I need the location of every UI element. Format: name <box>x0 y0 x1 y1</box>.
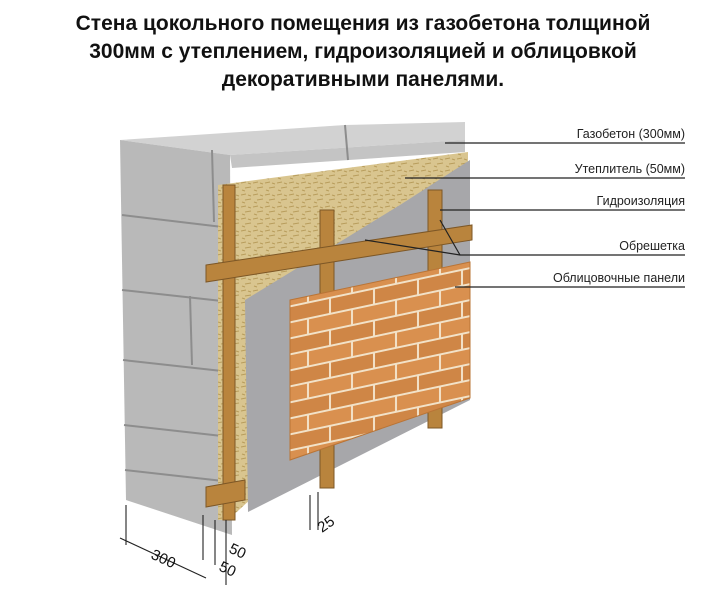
callout-lath: Обрешетка <box>619 239 685 253</box>
callout-insulation: Утеплитель (50мм) <box>575 162 685 176</box>
gas-concrete-wall <box>120 122 465 535</box>
title-line-3: декоративными панелями. <box>221 68 505 91</box>
title-line-1: Стена цокольного помещения из газобетона… <box>75 12 651 35</box>
facing-panels <box>289 261 471 461</box>
dim-gap: 50 <box>216 558 238 580</box>
dim-insulation: 50 <box>226 540 248 562</box>
title-line-2: 300мм с утеплением, гидроизоляцией и обл… <box>89 40 637 63</box>
diagram-title: Стена цокольного помещения из газобетона… <box>0 10 726 94</box>
callout-leaders <box>364 142 685 288</box>
callout-gas-concrete: Газобетон (300мм) <box>577 127 685 141</box>
callout-facing-panels: Облицовочные панели <box>553 271 685 285</box>
callout-waterproofing: Гидроизоляция <box>597 194 685 208</box>
dimension-lines <box>119 492 319 585</box>
dim-lath: 25 <box>315 513 338 536</box>
callout-labels: Газобетон (300мм) Утеплитель (50мм) Гидр… <box>553 127 685 285</box>
dim-wall: 300 <box>148 546 178 572</box>
